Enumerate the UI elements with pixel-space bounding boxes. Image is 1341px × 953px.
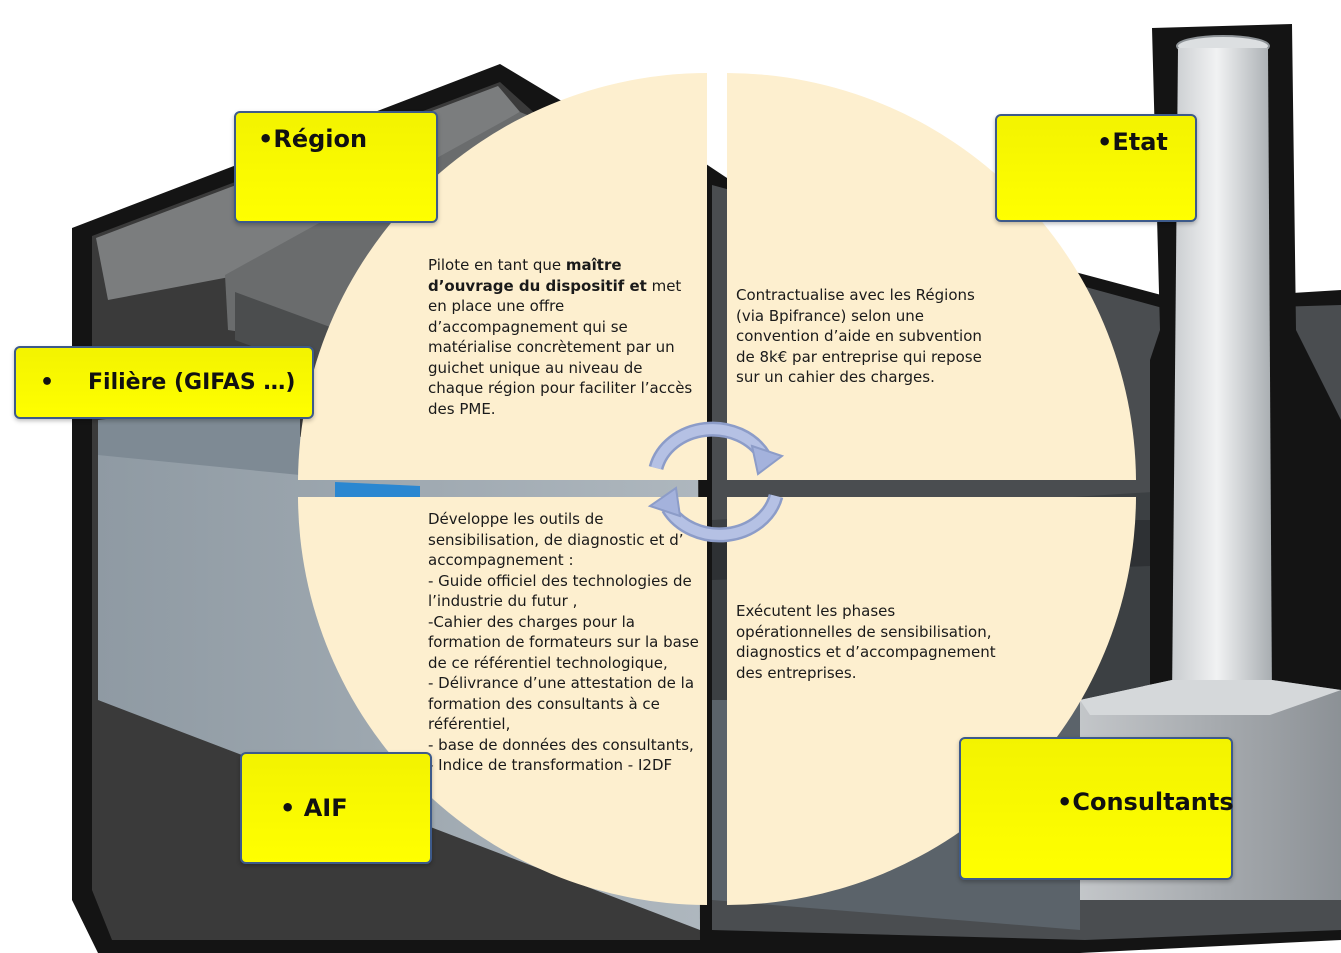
quadrant-top-right	[727, 73, 1136, 480]
consultants-label: •Consultants	[959, 737, 1234, 880]
etat-label-text: •Etat	[1097, 128, 1168, 156]
etat-description: Contractualise avec les Régions (via Bpi…	[736, 286, 982, 386]
consultants-description: Exécutent les phases opérationnelles de …	[736, 602, 996, 682]
filiere-label-text: Filière (GIFAS …)	[88, 370, 296, 395]
aif-description: Développe les outils de sensibilisation,…	[428, 510, 699, 774]
etat-label: •Etat	[995, 114, 1197, 222]
region-description-pre: Pilote en tant que	[428, 256, 566, 274]
cycle-arrows-icon	[647, 421, 785, 543]
quadrant-bottom-right	[727, 497, 1136, 905]
consultants-label-text: •Consultants	[1057, 788, 1234, 816]
region-label: •Région	[234, 111, 438, 223]
region-description-post: met en place une offre d’accompagnement …	[428, 276, 693, 418]
filiere-bullet: •	[40, 370, 55, 395]
region-description-bold: maître d’ouvrage du dispositif et	[428, 256, 647, 295]
region-description: Pilote en tant que maître d’ouvrage du d…	[428, 255, 700, 419]
region-label-text: •Région	[258, 125, 368, 153]
quadrant-top-left	[298, 73, 707, 480]
filiere-label: • Filière (GIFAS …)	[14, 346, 314, 419]
quadrant-circle	[298, 73, 1136, 905]
chimney	[1080, 24, 1341, 900]
aif-label: • AIF	[240, 752, 432, 864]
aif-label-text: • AIF	[280, 794, 348, 822]
quadrant-bottom-left	[298, 497, 707, 905]
